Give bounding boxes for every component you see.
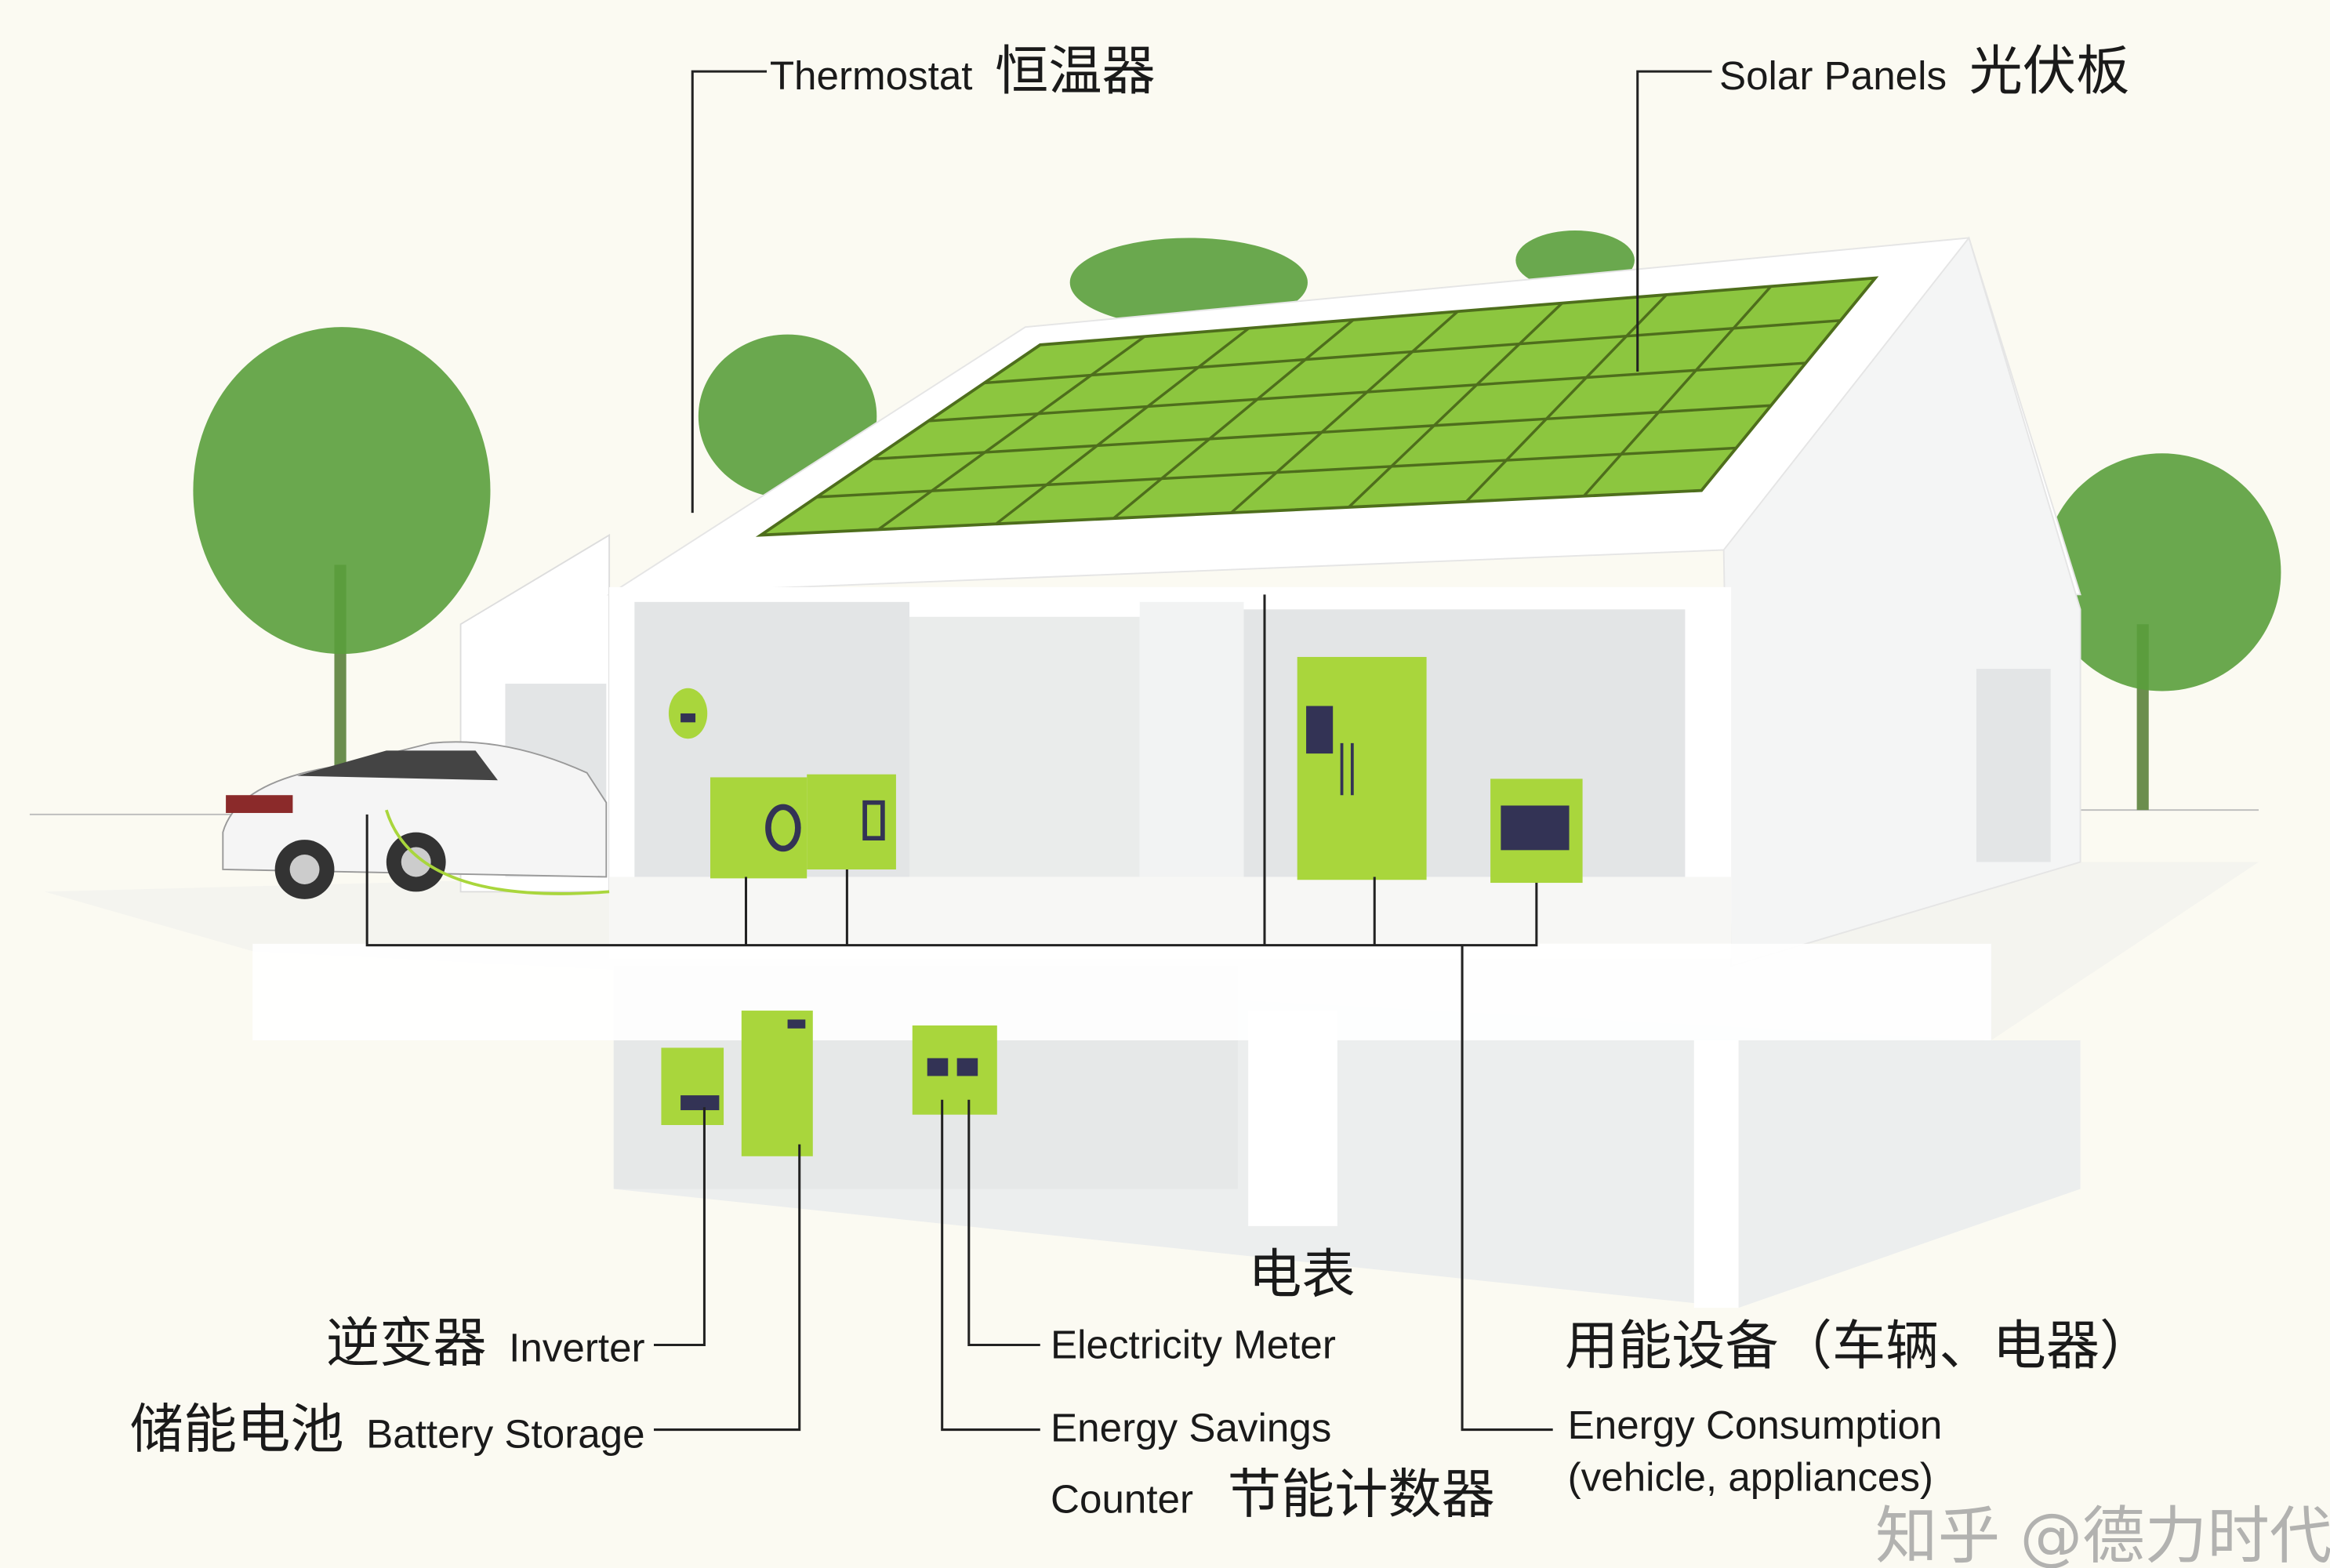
thermostat-label-zh: 恒温器 [995,41,1156,103]
solar-panel-gridline [928,361,1806,423]
battery-storage-icon [741,1011,813,1156]
solar-panel-gridline [1582,285,1773,497]
meter-label: Electricity Meter [1051,1323,1336,1367]
thermostat-label-group: Thermostat 恒温器 [770,41,1156,103]
consumption-label-1: Energy Consumption [1568,1403,1943,1447]
inverter-label: Inverter [509,1325,644,1370]
electricity-meter-icon [912,1025,997,1115]
thermostat-label: Thermostat [770,53,973,98]
solar-panels [755,276,1879,537]
savings-counter-label-zh: 节能计数器 [1228,1465,1495,1526]
battery-label: Battery Storage [366,1411,644,1456]
solar-panels-label: Solar Panels [1719,53,1947,98]
inverter-label-group: 逆变器 Inverter [326,1312,645,1374]
leader-lines [653,70,1712,1432]
consumption-label-zh: 用能设备（车辆、电器） [1565,1316,2153,1377]
savings-counter-label-1: Energy Savings [1051,1406,1331,1450]
meter-label-zh: 电表 [1248,1244,1355,1306]
solar-panel-gridline [877,335,1145,531]
solar-panels-label-zh: 光伏板 [1969,41,2130,103]
tree-icon [2043,453,2281,811]
washer-dryer-icon [710,774,896,879]
battery-label-zh: 储能电池 [130,1399,344,1461]
solar-panel-gridline [1112,318,1355,520]
tree-icon [193,327,491,818]
savings-counter-label-2: Counter [1051,1477,1193,1522]
consumption-label-2: (vehicle, appliances) [1568,1454,1933,1499]
refrigerator-icon [1297,656,1427,880]
wiring [365,594,1538,947]
thermostat-icon [668,688,708,739]
solar-panel-gridline [1230,310,1459,514]
inverter-label-zh: 逆变器 [326,1312,487,1374]
solar-panel-gridline [1348,302,1563,509]
battery-label-group: 储能电池 Battery Storage [130,1399,645,1461]
inverter-icon [661,1047,724,1125]
solar-panel-gridline [984,319,1841,385]
savings-counter-line2-group: Counter 节能计数器 [1051,1465,1495,1526]
electric-car [222,741,610,899]
watermark: 知乎 @德力时代 [1875,1500,2330,1568]
solar-panel-gridline [872,404,1772,461]
solar-panel-gridline [816,446,1737,499]
solar-panels-label-group: Solar Panels 光伏板 [1719,41,2129,103]
solar-panel-gridline [1465,293,1668,503]
oven-icon [1490,779,1583,884]
solar-panel-gridline [995,327,1250,525]
